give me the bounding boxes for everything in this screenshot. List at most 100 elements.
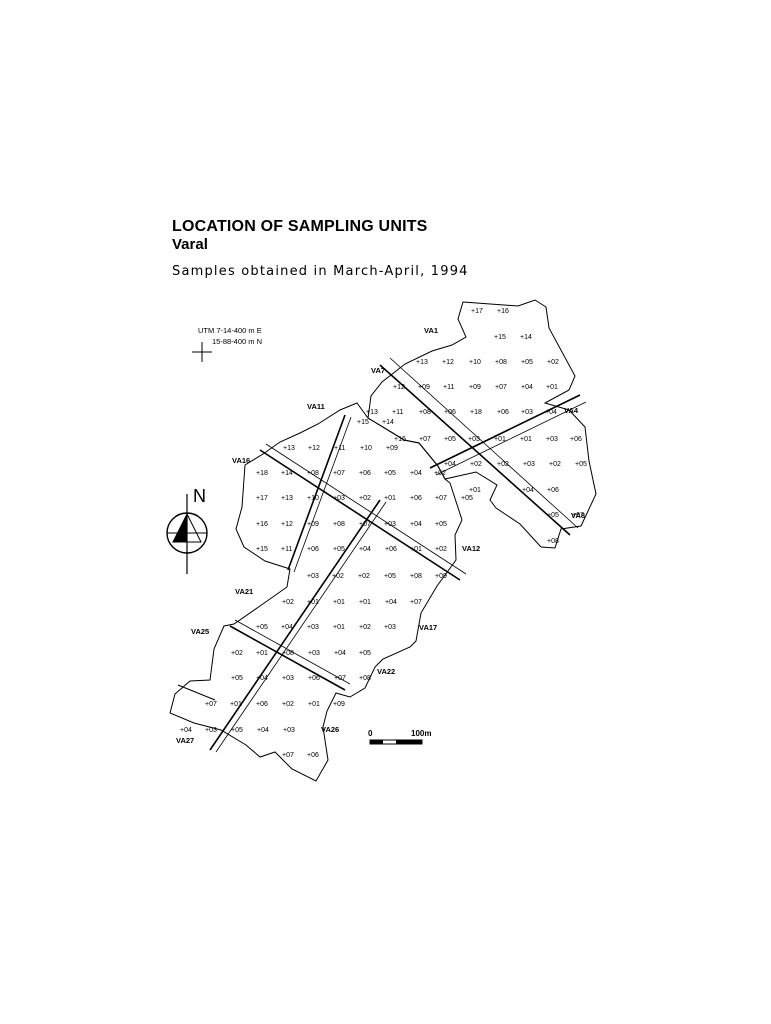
sample-point-label: +07 [205,701,217,708]
sample-point-label: +08 [410,573,422,580]
sample-point-label: +01 [520,436,532,443]
sample-point-label: +05 [547,512,559,519]
sample-point-label: +07 [333,470,345,477]
sample-point-label: +06 [444,409,456,416]
sample-point-label: +05 [359,650,371,657]
sample-points: +17 +16 +15 +14 +13 +12 +10 +08 +05 +02 +12 +09 +11 +… [180,308,587,759]
sample-point-label: +01 [256,650,268,657]
sample-point-label: +06 [307,546,319,553]
sample-point-label: +09 [333,701,345,708]
sample-point-label: +03 [384,521,396,528]
sample-point-label: +01 [307,599,319,606]
sample-point-label: +15 [357,419,369,426]
sample-point-label: +10 [469,359,481,366]
sample-point-label: +13 [283,445,295,452]
sample-point-label: +12 [393,384,405,391]
plot-label-va27: VA27 [176,736,194,745]
utm-easting: UTM 7-14-400 m E [198,326,262,335]
sample-point-label: +10 [307,495,319,502]
sample-point-label: +08 [307,470,319,477]
sample-point-label: +03 [333,495,345,502]
sample-point-label: +13 [366,409,378,416]
sample-point-label: +07 [495,384,507,391]
sample-point-label: +02 [434,470,446,477]
sample-point-label: +09 [386,445,398,452]
sample-point-label: +05 [521,359,533,366]
sample-point-label: +18 [256,470,268,477]
utm-northing: 15-88-400 m N [212,337,262,346]
sample-point-label: +02 [497,461,509,468]
sample-point-label: +06 [308,675,320,682]
sample-point-label: +05 [435,521,447,528]
sample-point-label: +01 [333,599,345,606]
plot-label-va8: VA8 [571,511,585,520]
sample-point-label: +02 [549,461,561,468]
sample-point-label: +17 [471,308,483,315]
sample-point-label: +03 [283,727,295,734]
sample-point-label: +01 [546,384,558,391]
page-title: LOCATION OF SAMPLING UNITS [172,218,428,235]
sample-point-label: +10 [360,445,372,452]
sample-point-label: +02 [282,701,294,708]
sample-point-label: +18 [470,409,482,416]
plot-label-va16: VA16 [232,456,250,465]
plot-label-va22: VA22 [377,667,395,676]
sample-point-label: +05 [575,461,587,468]
plot-outlines [169,299,597,782]
sample-point-label: +04 [385,599,397,606]
sample-point-label: +04 [444,461,456,468]
sample-point-label: +05 [461,495,473,502]
sample-point-label: +09 [469,384,481,391]
sample-point-label: +13 [281,495,293,502]
sample-point-label: +11 [392,409,403,416]
sample-point-label: +12 [308,445,320,452]
sample-point-label: +03 [307,624,319,631]
sample-point-label: +01 [384,495,396,502]
site-name: Varal [172,236,208,253]
sample-point-label: +04 [410,521,422,528]
sample-point-label: +16 [394,436,406,443]
sample-point-label: +06 [256,701,268,708]
sample-point-label: +07 [359,521,371,528]
plot-label-va4: VA4 [564,406,579,415]
sample-point-label: +05 [384,573,396,580]
sample-point-label: +01 [308,701,320,708]
sample-point-label: +06 [547,487,559,494]
sample-point-label: +03 [307,573,319,580]
sample-point-label: +09 [435,573,447,580]
samples-note: Samples obtained in March-April, 1994 [172,264,469,279]
sample-point-label: +15 [494,334,506,341]
plot-label-va7: VA7 [371,366,385,375]
sample-point-label: +06 [410,495,422,502]
utm-reference: UTM 7-14-400 m E 15-88-400 m N [192,326,262,362]
sample-point-label: +04 [522,487,534,494]
sample-point-label: +04 [521,384,533,391]
outline-va1-va4 [367,299,597,549]
sample-point-label: +04 [257,727,269,734]
sample-point-label: +03 [205,727,217,734]
sample-point-label: +02 [547,359,559,366]
sample-point-label: +04 [281,624,293,631]
sample-point-label: +08 [359,675,371,682]
sample-point-label: +02 [332,573,344,580]
sample-point-label: +02 [359,624,371,631]
sample-point-label: +06 [497,409,509,416]
sample-point-label: +14 [382,419,394,426]
sample-point-label: +02 [435,546,447,553]
sample-point-label: +03 [521,409,533,416]
sample-point-label: +01 [410,546,422,553]
sample-point-label: +04 [359,546,371,553]
sample-point-label: +16 [256,521,268,528]
sample-point-label: +01 [333,624,345,631]
sample-point-label: +05 [333,546,345,553]
sample-point-label: +17 [256,495,268,502]
sample-point-label: +08 [282,650,294,657]
sample-point-label: +07 [410,599,422,606]
sample-point-label: +08 [547,538,559,545]
sample-point-label: +08 [495,359,507,366]
scale-end: 100m [411,729,431,738]
scale-start: 0 [368,729,373,738]
sample-point-label: +02 [358,573,370,580]
sample-point-label: +05 [231,727,243,734]
